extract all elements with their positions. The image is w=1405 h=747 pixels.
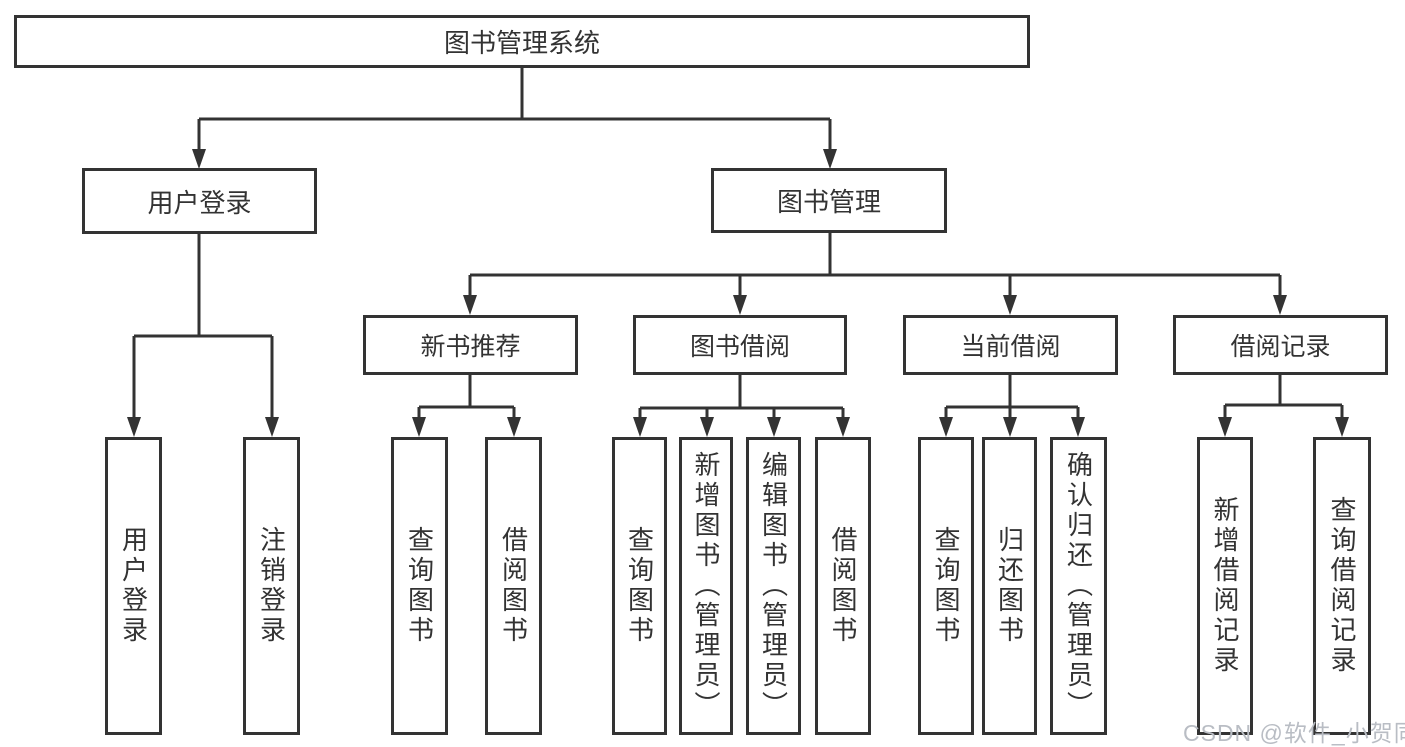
leaf-borrow-books: 借阅图书 (815, 437, 871, 735)
leaf-borrow-books-recommend-label: 借阅图书 (498, 526, 529, 646)
node-current-borrow: 当前借阅 (903, 315, 1118, 375)
leaf-borrow-books-label: 借阅图书 (828, 526, 858, 646)
leaf-query-books-borrow: 查询图书 (612, 437, 667, 735)
leaf-edit-books-admin-label: 编辑图书（管理员） (758, 451, 789, 721)
connector-current-borrow-children (939, 375, 1085, 437)
leaf-query-books-borrow-label: 查询图书 (624, 526, 655, 646)
connector-borrow-records-children (1218, 375, 1349, 437)
connector-root-to-level2 (192, 68, 837, 169)
connector-book-borrow-children (633, 375, 850, 437)
leaf-query-books-recommend: 查询图书 (391, 437, 448, 735)
leaf-query-books-current-label: 查询图书 (931, 526, 961, 646)
node-new-book-recommend: 新书推荐 (363, 315, 578, 375)
leaf-add-books-admin-label: 新增图书（管理员） (691, 451, 721, 721)
leaf-user-login: 用户登录 (105, 437, 162, 735)
leaf-borrow-books-recommend: 借阅图书 (485, 437, 542, 735)
connector-user-login-children (127, 234, 279, 437)
connector-book-management-children (463, 233, 1287, 315)
node-book-borrow: 图书借阅 (633, 315, 847, 375)
leaf-return-books-label: 归还图书 (994, 526, 1025, 646)
leaf-add-borrow-record-label: 新增借阅记录 (1210, 496, 1240, 676)
leaf-add-borrow-record: 新增借阅记录 (1197, 437, 1253, 735)
leaf-edit-books-admin: 编辑图书（管理员） (746, 437, 801, 735)
csdn-watermark: CSDN @软件_小贺同学 (1183, 720, 1405, 746)
leaf-query-books-recommend-label: 查询图书 (404, 526, 435, 646)
connector-new-book-recommend-children (412, 375, 521, 437)
node-book-management-system: 图书管理系统 (14, 15, 1030, 68)
node-user-login: 用户登录 (82, 168, 317, 234)
leaf-logout-label: 注销登录 (256, 526, 287, 646)
leaf-add-books-admin: 新增图书（管理员） (679, 437, 733, 735)
leaf-logout: 注销登录 (243, 437, 300, 735)
leaf-confirm-return-admin: 确认归还（管理员） (1050, 437, 1107, 735)
leaf-confirm-return-admin-label: 确认归还（管理员） (1063, 451, 1094, 721)
node-borrow-records: 借阅记录 (1173, 315, 1388, 375)
leaf-query-borrow-record-label: 查询借阅记录 (1327, 496, 1357, 676)
leaf-query-books-current: 查询图书 (918, 437, 974, 735)
node-book-management: 图书管理 (711, 168, 947, 233)
leaf-return-books: 归还图书 (982, 437, 1037, 735)
leaf-user-login-label: 用户登录 (118, 526, 149, 646)
leaf-query-borrow-record: 查询借阅记录 (1313, 437, 1371, 735)
